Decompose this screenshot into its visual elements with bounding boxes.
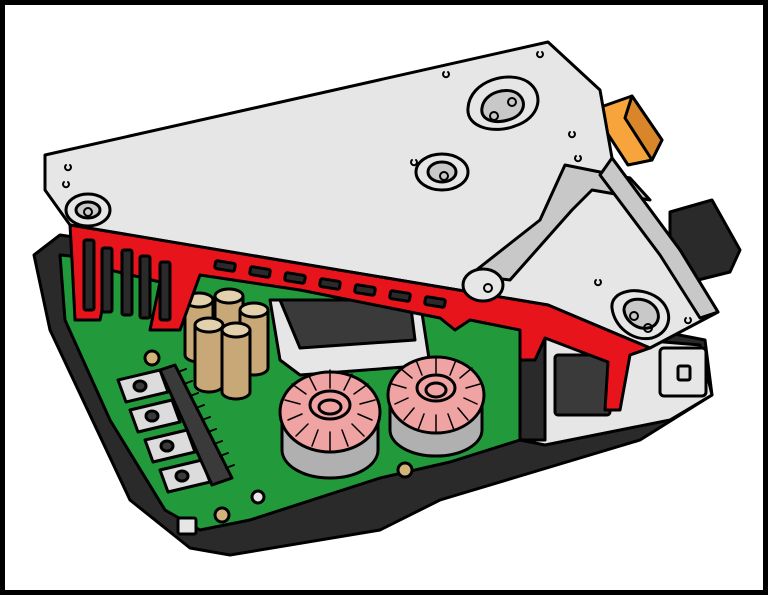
screw-slot-right-2 xyxy=(643,323,653,333)
transistor-3-hole xyxy=(159,439,175,453)
hole-6 xyxy=(574,155,582,163)
hole-4 xyxy=(536,51,544,59)
slot-7 xyxy=(423,295,447,309)
transistor-1-hole xyxy=(132,379,148,393)
cover-boss-slot-top-inner xyxy=(480,89,525,123)
toroid-left-hole xyxy=(317,398,343,416)
screw-slot-right-1 xyxy=(629,311,639,321)
side-bracket-hole xyxy=(676,364,692,382)
cover-small-holes xyxy=(62,51,692,325)
screw-slot-top-2 xyxy=(507,97,517,107)
capacitor-5-top xyxy=(220,321,252,339)
hole-3 xyxy=(442,71,450,79)
fin-1 xyxy=(82,238,96,312)
capacitor-3-top xyxy=(238,301,270,319)
capacitor-2-top xyxy=(213,287,245,305)
transistor-body-strip xyxy=(158,363,234,487)
fin-3 xyxy=(120,248,134,317)
transistor-4-hole xyxy=(174,469,190,483)
cover-edge-right xyxy=(598,156,720,320)
hole-8 xyxy=(594,279,602,287)
capacitor-cluster xyxy=(183,287,270,401)
transistor-leads xyxy=(177,368,235,469)
toroid-right-windings-lines xyxy=(391,356,481,434)
fin-5 xyxy=(158,260,172,322)
capacitor-5 xyxy=(220,328,252,401)
cover-boss-slot-right-inner xyxy=(622,297,660,330)
cover-ridge xyxy=(468,163,652,282)
screw-middle xyxy=(483,283,493,293)
capacitor-4 xyxy=(193,323,225,394)
pad-1 xyxy=(143,349,161,367)
pad-2 xyxy=(213,506,231,524)
hole-9 xyxy=(684,317,692,325)
cutaway-slots xyxy=(213,259,447,309)
fin-4 xyxy=(138,254,152,320)
screw-left xyxy=(83,207,93,217)
transistor-2-hole xyxy=(144,409,160,423)
cover-boss-middle xyxy=(461,267,505,303)
hole-1 xyxy=(64,164,72,172)
slot-5 xyxy=(353,283,377,297)
screw-center xyxy=(439,171,449,181)
corner-pad xyxy=(176,516,198,536)
dark-component xyxy=(553,353,612,417)
toroid-coil-right xyxy=(386,355,486,458)
capacitor-4-top xyxy=(193,316,225,334)
cover-boss-left-inner xyxy=(74,200,102,220)
orange-connector-face xyxy=(623,94,664,162)
toroid-left-windings-lines xyxy=(284,369,376,451)
toroid-coil-left xyxy=(278,369,382,480)
slot-6 xyxy=(388,289,412,303)
screw-slot-top-1 xyxy=(489,111,499,121)
hole-5 xyxy=(568,131,576,139)
slot-1 xyxy=(213,259,237,273)
pad-4 xyxy=(250,489,266,505)
hole-7 xyxy=(410,159,418,167)
slot-2 xyxy=(248,265,272,279)
fin-2 xyxy=(100,246,114,314)
pad-3 xyxy=(396,461,414,479)
hole-2 xyxy=(62,181,70,189)
slot-3 xyxy=(283,271,307,285)
heatsink-fins xyxy=(82,238,172,322)
toroid-right-hole xyxy=(424,381,448,399)
transistor-array xyxy=(116,363,235,494)
slot-4 xyxy=(318,277,342,291)
